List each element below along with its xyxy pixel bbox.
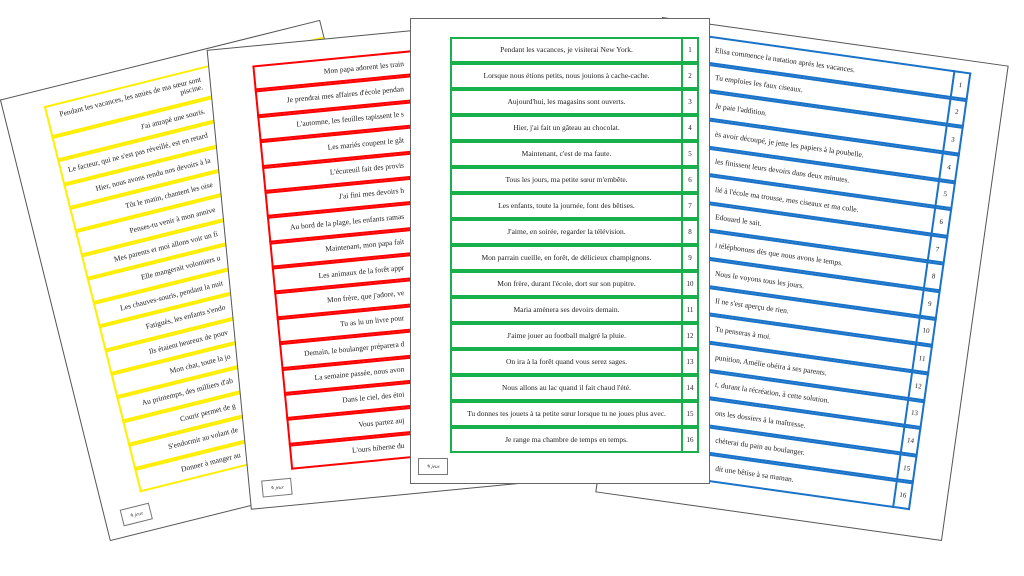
sentence-number: 16	[894, 480, 914, 511]
sentence-number: 12	[909, 371, 930, 401]
sentence-number: 2	[683, 63, 699, 89]
sentence-cell: Maria amènera ses devoirs demain.	[450, 297, 683, 323]
sentence-cell: Mon parrain cueille, en forêt, de délici…	[450, 245, 683, 271]
sentence-number: 13	[905, 398, 926, 429]
sentence-number: 3	[683, 89, 699, 115]
sentence-text: Demain, le boulanger préparera d	[303, 339, 405, 358]
sentence-number: 9	[683, 245, 699, 271]
sentence-cell: Nous allons au lac quand il fait chaud l…	[450, 375, 683, 401]
sentence-text: Hier, j'ai fait un gâteau au chocolat.	[513, 123, 620, 132]
sentence-number: 4	[683, 115, 699, 141]
sentence-row: Les enfants, toute la journée, font des …	[450, 193, 699, 219]
sentence-cell: Lorsque nous étions petits, nous jouions…	[450, 63, 683, 89]
sentence-number: 7	[683, 193, 699, 219]
sentence-text: J'aime jouer au football malgré la pluie…	[506, 331, 627, 340]
sentence-number: 1	[683, 37, 699, 63]
sentence-number: 7	[928, 234, 949, 265]
sentence-text: Pendant les vacances, je visiterai New Y…	[500, 45, 633, 54]
sentence-number: 15	[897, 453, 918, 483]
sentence-row: Tu donnes tes jouets à ta petite sœur lo…	[450, 401, 699, 427]
logo: ✎ jeux	[418, 458, 448, 475]
sentence-number: 1	[951, 70, 972, 100]
sentence-text: Les enfants, toute la journée, font des …	[498, 201, 635, 210]
sentence-row: Maria amènera ses devoirs demain. 11	[450, 297, 699, 323]
sentence-text: Tu as lu un livre pour	[339, 314, 405, 329]
sentence-number: 5	[683, 141, 699, 167]
sentence-cell: Tous les jours, ma petite sœur m'embête.	[450, 167, 683, 193]
sentence-text: On ira à la forêt quand vous serez sages…	[506, 357, 627, 366]
sentence-cell: J'aime jouer au football malgré la pluie…	[450, 323, 683, 349]
sentence-number: 15	[683, 401, 699, 427]
sentence-cell: Hier, j'ai fait un gâteau au chocolat.	[450, 115, 683, 141]
sentence-row: Aujourd'hui, les magasins sont ouverts. 3	[450, 89, 699, 115]
logo: ✎ jeux	[119, 502, 153, 527]
sentence-text: Maria amènera ses devoirs demain.	[513, 305, 620, 314]
sentence-text: Nous allons au lac quand il fait chaud l…	[501, 383, 632, 392]
sentence-text: Aujourd'hui, les magasins sont ouverts.	[507, 97, 626, 106]
sentence-number: 11	[913, 343, 933, 374]
sentence-text: Mon frère, durant l'école, dort sur son …	[497, 279, 636, 288]
sentence-text: Vous partez auj	[358, 416, 405, 429]
sentence-cell: J'aime, en soirée, regarder la télévisio…	[450, 219, 683, 245]
sentence-cell: Mon frère, durant l'école, dort sur son …	[450, 271, 683, 297]
sentence-cell: Aujourd'hui, les magasins sont ouverts.	[450, 89, 683, 115]
sentence-row: Mon frère, durant l'école, dort sur son …	[450, 271, 699, 297]
sentence-number: 6	[683, 167, 699, 193]
sentence-cell: Tu donnes tes jouets à ta petite sœur lo…	[450, 401, 683, 427]
sentence-number: 10	[683, 271, 699, 297]
sentence-text: Lorsque nous étions petits, nous jouions…	[483, 71, 650, 80]
sentence-number: 3	[944, 125, 964, 155]
sentence-number: 8	[683, 219, 699, 245]
sentence-number: 11	[683, 297, 699, 323]
sentence-text: L'ours hiberne du	[351, 441, 405, 455]
sentence-text: J'aime, en soirée, regarder la télévisio…	[507, 227, 626, 236]
sentence-cell: Maintenant, c'est de ma faute.	[450, 141, 683, 167]
sentence-number: 14	[901, 425, 922, 456]
sentence-text: Je range ma chambre de temps en temps.	[505, 435, 628, 444]
sentence-row: J'aime jouer au football malgré la pluie…	[450, 323, 699, 349]
sentence-row: Mon parrain cueille, en forêt, de délici…	[450, 245, 699, 271]
sentence-number: 12	[683, 323, 699, 349]
sentence-row: Hier, j'ai fait un gâteau au chocolat. 4	[450, 115, 699, 141]
sentence-row: Lorsque nous étions petits, nous jouions…	[450, 63, 699, 89]
logo: ✎ jeux	[261, 477, 293, 498]
sentence-number: 10	[917, 316, 937, 347]
sentence-cell: On ira à la forêt quand vous serez sages…	[450, 349, 683, 375]
sentence-text: Tu donnes tes jouets à ta petite sœur lo…	[467, 409, 666, 418]
sentence-number: 13	[683, 349, 699, 375]
sentence-number: 5	[936, 179, 957, 210]
sentence-text: Tous les jours, ma petite sœur m'embête.	[505, 175, 628, 184]
sentence-number: 8	[924, 261, 945, 292]
sentence-cell: Je range ma chambre de temps en temps.	[450, 427, 683, 453]
sentence-text: Les animaux de la forêt appr	[318, 263, 405, 280]
sentence-text: Dans le ciel, des étoi	[341, 390, 405, 405]
sentence-text: La semaine passée, nous avon	[314, 365, 405, 383]
sentence-text: Mon parrain cueille, en forêt, de délici…	[481, 253, 652, 262]
sentence-number: 14	[683, 375, 699, 401]
sentence-row: Nous allons au lac quand il fait chaud l…	[450, 375, 699, 401]
sentence-row: J'aime, en soirée, regarder la télévisio…	[450, 219, 699, 245]
sentence-number: 9	[920, 289, 941, 319]
sentence-number: 16	[683, 427, 699, 453]
sentence-grid: Pendant les vacances, je visiterai New Y…	[450, 37, 699, 453]
sentence-row: On ira à la forêt quand vous serez sages…	[450, 349, 699, 375]
sentence-row: Maintenant, c'est de ma faute. 5	[450, 141, 699, 167]
sentence-text: Maintenant, c'est de ma faute.	[521, 149, 612, 158]
sentence-number: 2	[947, 97, 968, 128]
sentence-row: Pendant les vacances, je visiterai New Y…	[450, 37, 699, 63]
sentence-cell: Pendant les vacances, je visiterai New Y…	[450, 37, 683, 63]
sentence-number: 6	[932, 207, 953, 237]
worksheet-green: Pendant les vacances, je visiterai New Y…	[410, 18, 710, 484]
sentence-number: 4	[940, 152, 960, 182]
sentence-text: Mon frère, que j'adore, ve	[326, 289, 405, 305]
sentence-row: Tous les jours, ma petite sœur m'embête.…	[450, 167, 699, 193]
sentence-row: Je range ma chambre de temps en temps. 16	[450, 427, 699, 453]
sentence-cell: Les enfants, toute la journée, font des …	[450, 193, 683, 219]
